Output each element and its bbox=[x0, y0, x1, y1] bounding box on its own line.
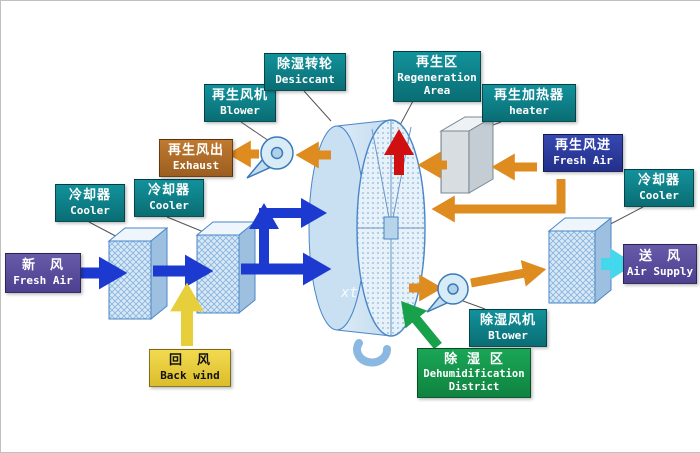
regeneration-air-arrows bbox=[227, 140, 566, 302]
label-back-wind-en: Back wind bbox=[160, 369, 220, 383]
label-cooler-2: 冷却器 Cooler bbox=[134, 179, 204, 217]
dehumid-district-arrow bbox=[401, 301, 442, 350]
label-cooler-1: 冷却器 Cooler bbox=[55, 184, 125, 222]
label-dehumid-blower: 除湿风机 Blower bbox=[469, 309, 547, 347]
label-dehumid-blower-en: Blower bbox=[488, 329, 528, 343]
label-heater-en: heater bbox=[509, 104, 549, 118]
label-regen-blower-en: Blower bbox=[220, 104, 260, 118]
label-air-supply-zh: 送 风 bbox=[638, 249, 681, 265]
rotation-ribbon bbox=[353, 339, 391, 367]
heater-box bbox=[439, 116, 495, 194]
label-regeneration-area: 再生区 Regeneration Area bbox=[393, 51, 481, 102]
label-desiccant-wheel-zh: 除湿转轮 bbox=[276, 57, 333, 73]
label-fresh-air-zh: 新 风 bbox=[21, 258, 64, 274]
label-regen-fresh-air-zh: 再生风进 bbox=[554, 138, 611, 154]
process-air-arrows bbox=[79, 198, 332, 290]
label-exhaust-en: Exhaust bbox=[172, 159, 220, 173]
label-desiccant-wheel-en: Desiccant bbox=[275, 73, 335, 87]
cooler-box-2 bbox=[195, 220, 257, 315]
label-cooler-1-en: Cooler bbox=[70, 204, 110, 218]
label-exhaust-zh: 再生风出 bbox=[167, 143, 224, 159]
label-regen-fresh-air: 再生风进 Fresh Air bbox=[543, 134, 623, 172]
label-cooler-3-en: Cooler bbox=[639, 189, 679, 203]
watermark: xt bbox=[341, 285, 358, 301]
label-regen-fresh-air-en: Fresh Air bbox=[553, 154, 613, 168]
label-regen-blower-zh: 再生风机 bbox=[211, 88, 268, 104]
label-fresh-air-en: Fresh Air bbox=[13, 274, 73, 288]
label-dehumidification-district-zh: 除 湿 区 bbox=[444, 352, 504, 368]
label-dehumid-blower-zh: 除湿风机 bbox=[479, 313, 536, 329]
label-regeneration-area-zh: 再生区 bbox=[415, 55, 458, 70]
label-heater-zh: 再生加热器 bbox=[493, 88, 564, 104]
label-regen-blower: 再生风机 Blower bbox=[204, 84, 276, 122]
label-dehumidification-district: 除 湿 区 Dehumidification District bbox=[417, 348, 531, 398]
label-cooler-2-en: Cooler bbox=[149, 199, 189, 213]
label-heater: 再生加热器 heater bbox=[482, 84, 576, 122]
label-exhaust: 再生风出 Exhaust bbox=[159, 139, 233, 177]
label-dehumidification-district-en: Dehumidification District bbox=[423, 368, 525, 393]
label-air-supply: 送 风 Air Supply bbox=[623, 244, 697, 284]
label-cooler-3: 冷却器 Cooler bbox=[624, 169, 694, 207]
label-fresh-air: 新 风 Fresh Air bbox=[5, 253, 81, 293]
regen-fan-shape bbox=[246, 136, 294, 179]
label-cooler-1-zh: 冷却器 bbox=[68, 188, 111, 204]
label-cooler-3-zh: 冷却器 bbox=[637, 173, 680, 189]
label-desiccant-wheel: 除湿转轮 Desiccant bbox=[264, 53, 346, 91]
label-air-supply-en: Air Supply bbox=[626, 265, 694, 279]
label-cooler-2-zh: 冷却器 bbox=[147, 183, 190, 199]
dehumid-fan-shape bbox=[426, 273, 469, 313]
label-back-wind-zh: 回 风 bbox=[168, 353, 211, 369]
label-regeneration-area-en: Regeneration Area bbox=[397, 70, 477, 98]
label-back-wind: 回 风 Back wind bbox=[149, 349, 231, 387]
